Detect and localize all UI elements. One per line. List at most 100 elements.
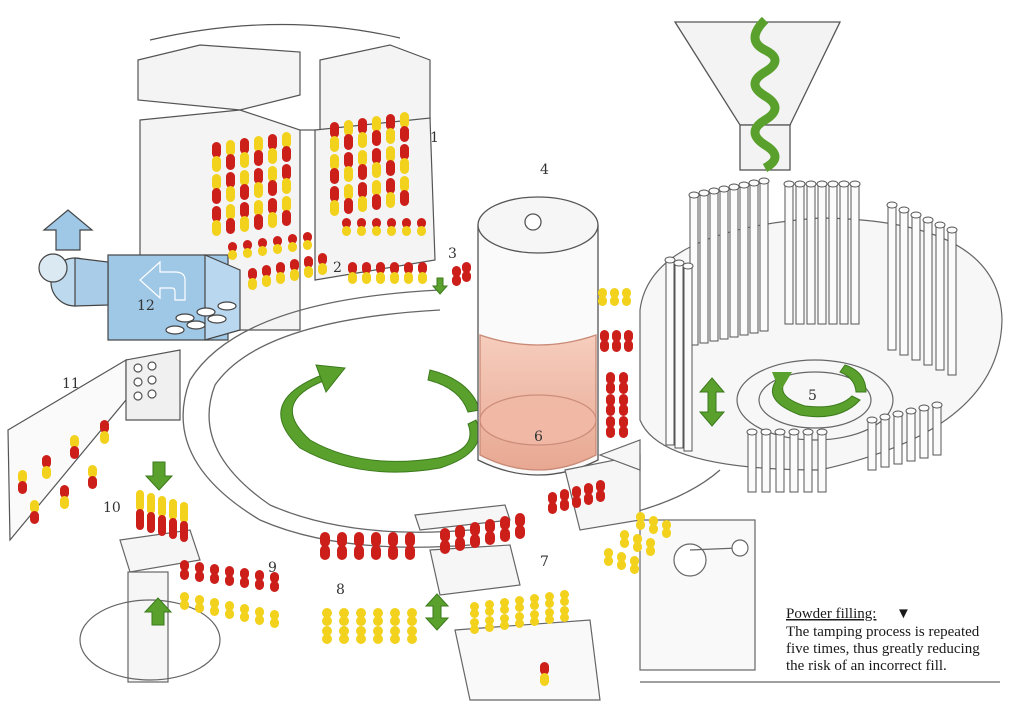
capsule-icon bbox=[356, 626, 366, 644]
vacuum-duct bbox=[38, 209, 241, 341]
capsule-icon bbox=[515, 596, 524, 612]
capsule-icon bbox=[357, 218, 366, 236]
capsule-icon bbox=[620, 530, 629, 548]
ejection-chute bbox=[7, 349, 181, 542]
capsule-icon bbox=[452, 266, 461, 286]
capsule-icon bbox=[373, 626, 383, 644]
tamping-pin-icon bbox=[879, 413, 891, 468]
hopper-capsule-icon bbox=[330, 186, 339, 216]
tamping-pin-icon bbox=[794, 180, 806, 325]
capsule-icon bbox=[560, 489, 569, 511]
caption-line: five times, thus greatly reducing bbox=[786, 641, 980, 657]
label-4: 4 bbox=[540, 162, 549, 178]
capsule-icon bbox=[606, 372, 615, 394]
capsule-icon bbox=[600, 330, 609, 352]
capsule-icon bbox=[372, 218, 381, 236]
capsule-icon bbox=[180, 592, 189, 610]
capsule-icon bbox=[320, 532, 330, 560]
capsule-icon bbox=[545, 608, 554, 624]
capsule-icon bbox=[290, 259, 299, 281]
tamping-pin-icon bbox=[827, 180, 839, 325]
capsule-icon bbox=[390, 608, 400, 626]
tamping-pin-icon bbox=[708, 187, 720, 342]
capsule-icon bbox=[515, 612, 524, 628]
rotation-arrow-icon bbox=[280, 364, 481, 473]
capsule-icon bbox=[248, 268, 257, 290]
capsule-icon bbox=[240, 604, 249, 622]
capsule-icon bbox=[304, 256, 313, 278]
capsule-icon bbox=[258, 238, 267, 256]
capsule-icon bbox=[407, 626, 417, 644]
capsule-icon bbox=[530, 610, 539, 626]
capsule-icon bbox=[604, 548, 613, 566]
label-9: 9 bbox=[268, 560, 277, 576]
capsule-icon bbox=[598, 288, 607, 306]
hopper-capsule-icon bbox=[358, 150, 367, 180]
tamping-pin-icon bbox=[838, 180, 850, 325]
ejected-capsule-icon bbox=[18, 470, 27, 494]
capsule-icon bbox=[405, 532, 415, 560]
capsule-icon bbox=[462, 262, 471, 282]
capsule-icon bbox=[390, 626, 400, 644]
tamping-pins bbox=[664, 177, 958, 493]
tamping-pin-icon bbox=[918, 404, 930, 459]
tamping-pin-icon bbox=[783, 180, 795, 325]
tamping-pin-icon bbox=[760, 428, 772, 493]
capsules bbox=[18, 112, 671, 686]
hopper-capsule-icon bbox=[240, 138, 249, 168]
capsule-icon bbox=[485, 600, 494, 616]
capsule-icon bbox=[371, 532, 381, 560]
tamping-pin-icon bbox=[774, 428, 786, 493]
ejected-capsule-icon bbox=[42, 455, 51, 479]
hopper-capsule-icon bbox=[254, 136, 263, 166]
hopper-capsule-icon bbox=[254, 200, 263, 230]
capsule-icon bbox=[572, 486, 581, 508]
capsule-icon bbox=[390, 262, 399, 284]
hopper-capsule-icon bbox=[268, 198, 277, 228]
tamping-pin-icon bbox=[758, 177, 770, 332]
capsule-icon bbox=[622, 288, 631, 306]
hopper-capsule-icon bbox=[400, 112, 409, 142]
capsule-icon bbox=[500, 598, 509, 614]
hopper-capsule-icon bbox=[268, 166, 277, 196]
capsule-icon bbox=[584, 483, 593, 505]
capsule-icon bbox=[356, 608, 366, 626]
capsule-icon bbox=[354, 532, 364, 560]
tamping-pin-icon bbox=[802, 428, 814, 493]
capsule-icon bbox=[636, 512, 645, 530]
lower-machinery bbox=[79, 439, 1000, 701]
ejected-capsule-icon bbox=[100, 420, 109, 444]
capsule-icon bbox=[195, 562, 204, 582]
capsule-icon bbox=[147, 493, 155, 533]
up-arrow-icon bbox=[143, 597, 173, 626]
exhaust-arrow-icon bbox=[42, 209, 94, 251]
capsule-icon bbox=[303, 232, 312, 250]
capsule-icon bbox=[619, 394, 628, 416]
capsule-icon bbox=[322, 608, 332, 626]
tamping-pin-icon bbox=[682, 262, 694, 452]
hopper-capsule-icon bbox=[386, 114, 395, 144]
capsule-icon bbox=[560, 606, 569, 622]
tamping-pin-icon bbox=[898, 206, 910, 356]
capsule-icon bbox=[485, 616, 494, 632]
hopper-capsule-icon bbox=[344, 152, 353, 182]
capsule-icon bbox=[180, 502, 188, 542]
hopper-capsule-icon bbox=[282, 196, 291, 226]
hopper-capsule-icon bbox=[226, 204, 235, 234]
capsule-icon bbox=[158, 496, 166, 536]
capsule-icon bbox=[470, 602, 479, 618]
label-5: 5 bbox=[808, 388, 817, 404]
hopper-capsule-icon bbox=[330, 122, 339, 152]
hopper-capsule-icon bbox=[344, 184, 353, 214]
hopper-capsule-icon bbox=[226, 140, 235, 170]
capsule-icon bbox=[633, 534, 642, 552]
ejected-capsule-icon bbox=[88, 465, 97, 489]
capsule-icon bbox=[560, 590, 569, 606]
hopper-capsule-icon bbox=[254, 168, 263, 198]
rotation-arrow-icon bbox=[772, 364, 867, 418]
capsule-icon bbox=[530, 594, 539, 610]
tamping-pin-icon bbox=[905, 407, 917, 462]
capsule-icon bbox=[270, 572, 279, 592]
capsule-icon bbox=[180, 560, 189, 580]
